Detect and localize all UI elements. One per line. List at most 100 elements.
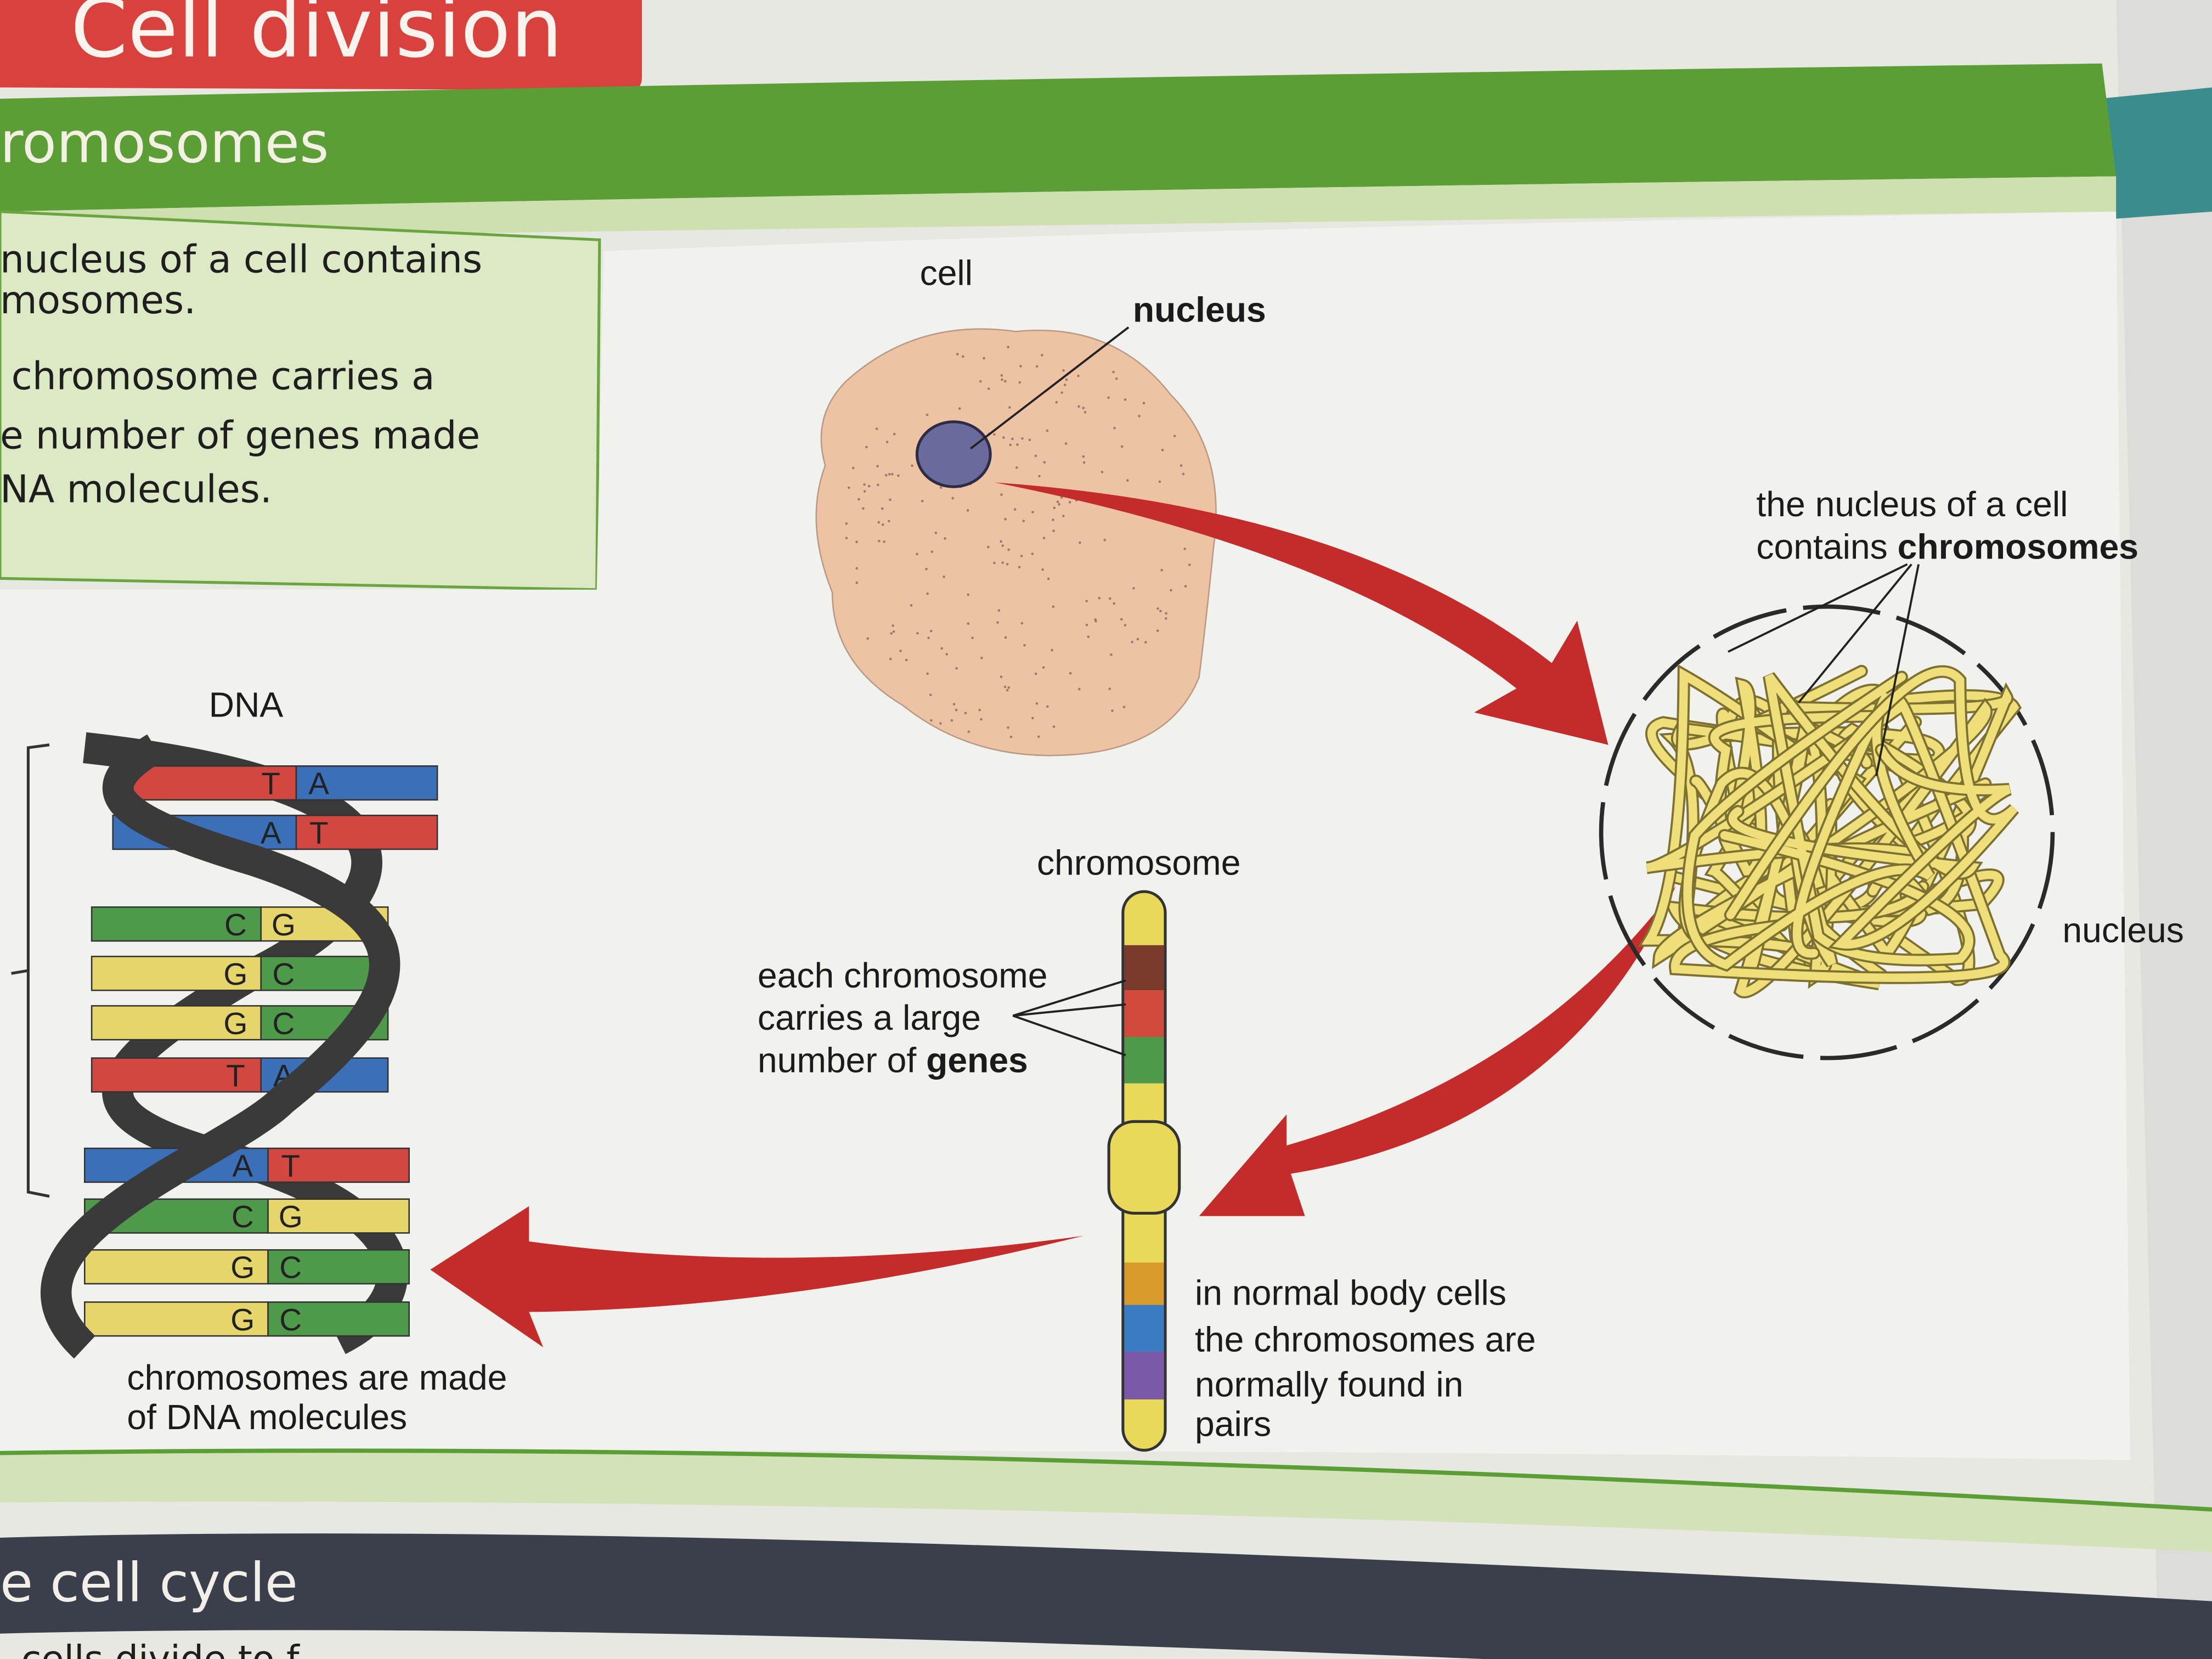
dot	[1000, 540, 1002, 543]
dot	[1069, 672, 1072, 675]
dot	[881, 507, 884, 510]
dot	[1110, 653, 1113, 656]
chromatin-strand	[1691, 679, 1877, 876]
dot	[1103, 538, 1107, 541]
dot	[1035, 702, 1039, 705]
caption-line: in normal body cells	[1195, 1273, 1506, 1313]
dot	[857, 498, 860, 501]
gene-band	[1124, 1083, 1164, 1115]
dot	[890, 632, 893, 635]
arrow-chromosome-to-dna	[430, 1206, 1084, 1347]
dot	[934, 532, 938, 534]
dot	[952, 703, 956, 706]
nucleus-pointer-line	[969, 326, 1130, 450]
dot	[884, 473, 888, 477]
dot	[1111, 709, 1114, 712]
dot	[862, 507, 865, 510]
base-letter: T	[261, 766, 280, 801]
teal-tab	[2099, 87, 2212, 219]
dot	[1131, 640, 1133, 644]
caption-line: of DNA molecules	[127, 1397, 407, 1437]
dot	[1182, 472, 1185, 476]
caption-bold: genes	[926, 1040, 1028, 1080]
base-G	[267, 1198, 410, 1234]
dot	[956, 353, 959, 356]
dot	[1156, 629, 1159, 633]
dot	[986, 545, 990, 549]
next-section-title: e cell cycle	[0, 1552, 298, 1615]
nucleus-caption-line1: the nucleus of a cell	[1756, 484, 2068, 524]
pointer-line	[1012, 1014, 1126, 1057]
nucleus-label: nucleus	[1133, 290, 1266, 329]
dot	[1082, 461, 1086, 464]
dot	[1020, 622, 1024, 625]
dot	[1034, 454, 1037, 458]
base-letter: C	[272, 1006, 295, 1041]
base-C	[267, 1301, 410, 1337]
base-letter: G	[279, 1199, 303, 1234]
caption-line: normally found in	[1195, 1365, 1463, 1404]
dot	[891, 624, 894, 627]
dot	[1009, 735, 1013, 738]
dot	[993, 433, 996, 436]
base-G	[84, 1249, 269, 1285]
base-C	[267, 1249, 410, 1285]
dot	[958, 407, 961, 410]
dot	[1063, 383, 1066, 386]
dot	[1077, 374, 1080, 377]
dot	[1007, 726, 1009, 729]
dot	[939, 486, 943, 489]
dot	[910, 604, 913, 607]
caption-text: contains	[1756, 527, 1897, 566]
caption-line: chromosomes are made	[127, 1358, 507, 1397]
dot	[1098, 596, 1101, 600]
dot	[876, 465, 879, 468]
dot	[1107, 396, 1110, 399]
backbone-strand	[41, 734, 400, 1359]
dot	[881, 523, 884, 526]
dot	[875, 427, 878, 430]
dot	[1028, 438, 1031, 442]
dot	[845, 522, 848, 525]
base-C	[91, 906, 262, 942]
genes-caption: each chromosome carries a large number o…	[758, 956, 1126, 1080]
pointer-line	[1875, 564, 1920, 776]
dot	[878, 539, 881, 543]
nucleus-detail	[1599, 563, 2055, 1060]
dot	[1013, 508, 1017, 511]
dot	[1087, 635, 1090, 639]
dot	[855, 540, 858, 544]
dot	[1144, 641, 1147, 644]
dot	[1108, 687, 1111, 690]
dot	[929, 629, 933, 633]
page-edge	[2116, 0, 2212, 1659]
base-letter: G	[223, 1006, 247, 1041]
base-letter: G	[223, 957, 247, 991]
chromosome-label: chromosome	[1037, 843, 1240, 882]
dot	[983, 357, 985, 360]
dot	[1052, 518, 1054, 521]
dot	[845, 537, 848, 540]
dot	[1085, 600, 1088, 603]
gene-band	[1124, 1227, 1164, 1263]
gene-band	[1124, 945, 1164, 991]
base-letter: T	[309, 816, 329, 850]
dot	[1031, 511, 1034, 514]
caption-text: number of	[758, 1040, 926, 1080]
dot	[863, 483, 866, 486]
dot	[1019, 365, 1022, 368]
dot	[925, 567, 928, 571]
base-letter: C	[279, 1302, 302, 1337]
dot	[1042, 666, 1045, 669]
dot	[943, 575, 945, 578]
dot	[1016, 443, 1019, 446]
dot	[1022, 520, 1025, 522]
dot	[1120, 618, 1123, 621]
footer-band-light	[0, 1451, 2212, 1552]
dot	[1000, 493, 1003, 496]
dot	[1015, 466, 1018, 469]
gene-band	[1124, 990, 1164, 1037]
